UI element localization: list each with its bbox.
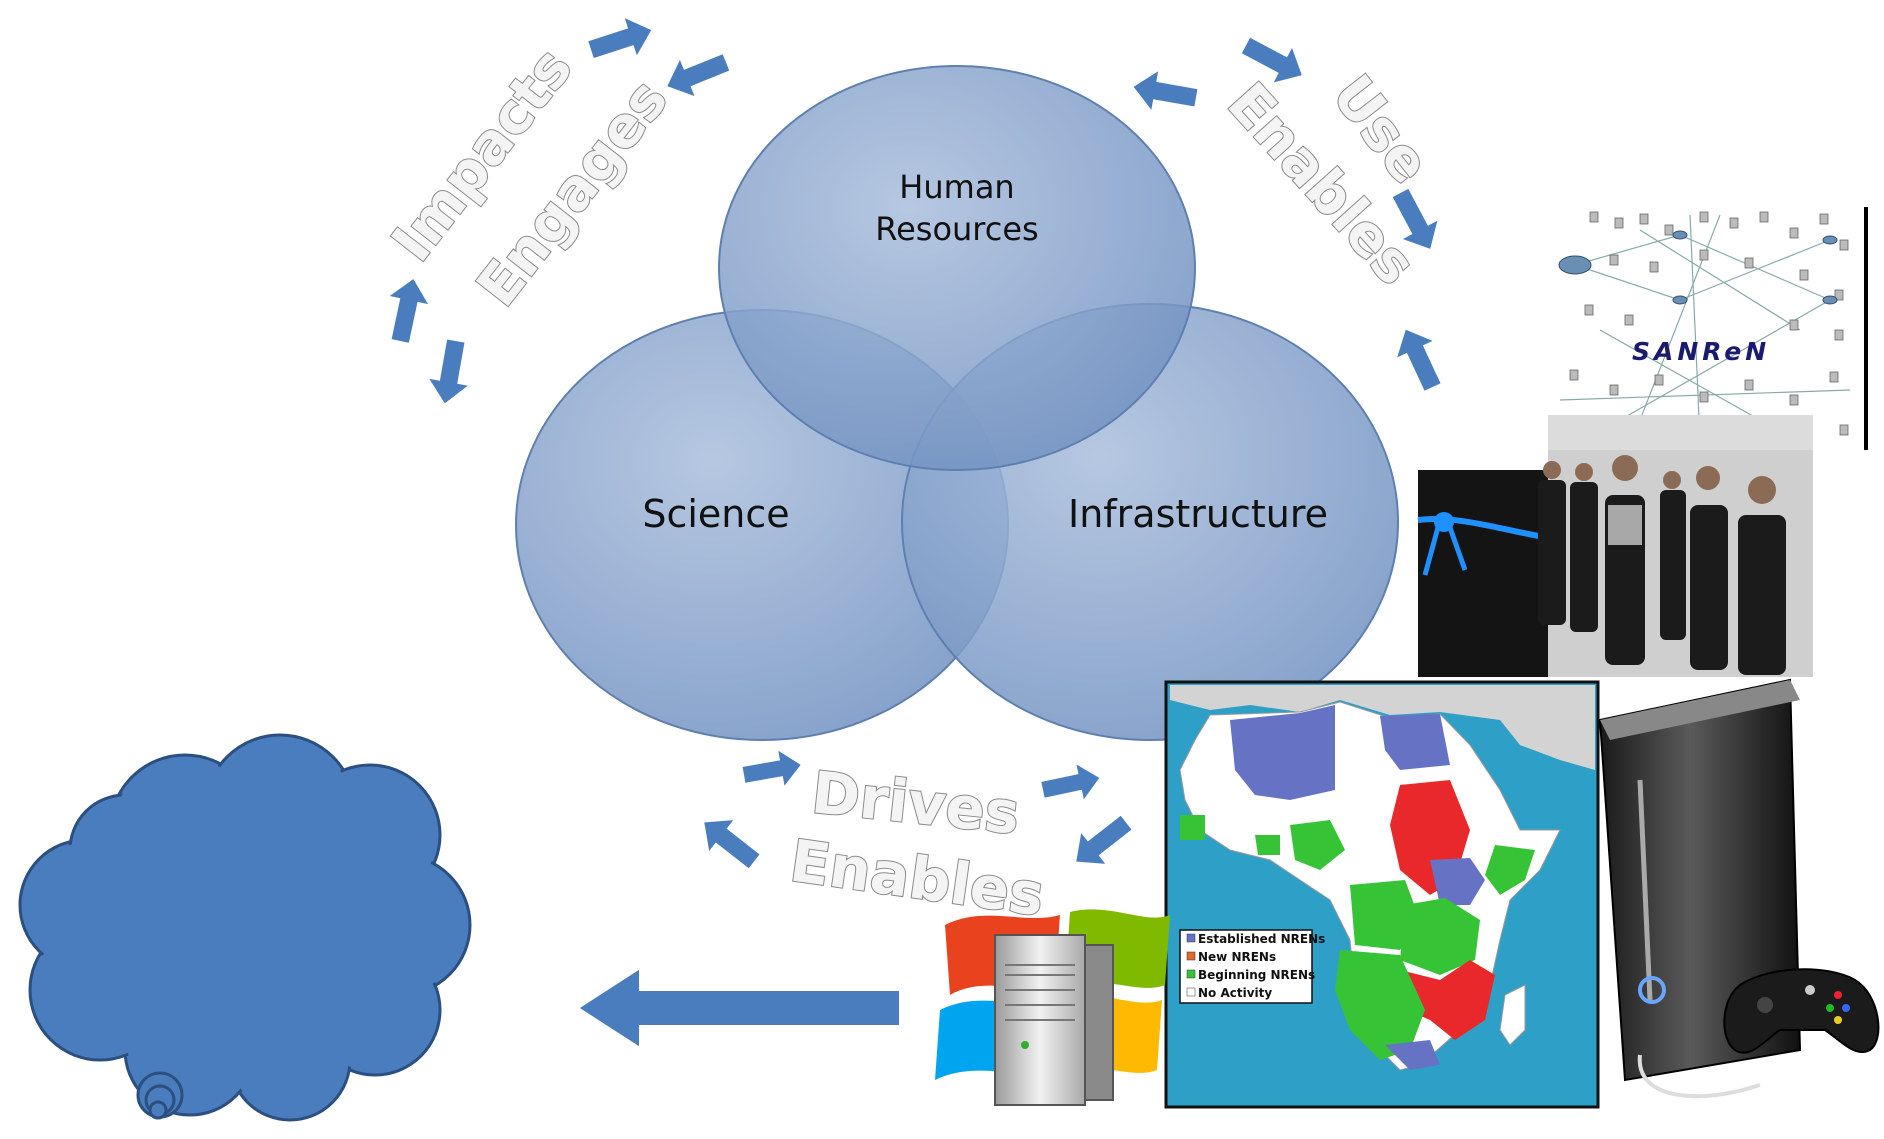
venn-diagram: Human Resources Science Infrastructure xyxy=(515,65,1399,741)
windows-server-icon xyxy=(935,909,1170,1106)
legend-label-0: Established NRENs xyxy=(1198,932,1325,946)
network-topology-icon: SANReN xyxy=(1548,205,1868,450)
arrow-impacts-out xyxy=(582,7,661,73)
arrow-left-up xyxy=(377,271,437,348)
arrow-right-up xyxy=(1384,317,1455,399)
legend-swatch-0 xyxy=(1186,933,1196,943)
ribbon-cutting-photo xyxy=(1417,415,1813,677)
label-science: Science xyxy=(642,492,789,536)
africa-map-icon: Established NRENs New NRENs Beginning NR… xyxy=(1164,680,1600,1109)
legend-label-1: New NRENs xyxy=(1198,950,1276,964)
label-human-resources-line1: Human xyxy=(899,168,1014,206)
sanren-label: SANReN xyxy=(1632,337,1770,366)
arrow-enables-upleft xyxy=(688,802,770,881)
arrow-drives-left xyxy=(738,743,807,796)
legend-swatch-3 xyxy=(1186,987,1196,997)
arrow-drives-right xyxy=(1036,756,1106,811)
arrow-to-cloud xyxy=(576,966,901,1050)
legend-label-3: No Activity xyxy=(1198,986,1272,1000)
label-human-resources-line2: Resources xyxy=(875,210,1038,248)
game-console-icon xyxy=(1598,678,1880,1099)
circle-human-resources xyxy=(718,65,1196,471)
arrow-left-down xyxy=(421,335,479,410)
map-legend: Established NRENs New NRENs Beginning NR… xyxy=(1186,932,1325,1000)
arrows xyxy=(377,7,1455,1050)
legend-swatch-1 xyxy=(1186,951,1196,961)
thought-cloud-icon xyxy=(18,733,472,1122)
legend-swatch-2 xyxy=(1186,969,1196,979)
arrow-enables-in xyxy=(1127,63,1202,121)
arrow-engages-in xyxy=(656,40,737,109)
legend-label-2: Beginning NRENs xyxy=(1198,968,1315,982)
label-infrastructure: Infrastructure xyxy=(1068,492,1328,536)
arrow-enables-downleft xyxy=(1060,803,1142,882)
